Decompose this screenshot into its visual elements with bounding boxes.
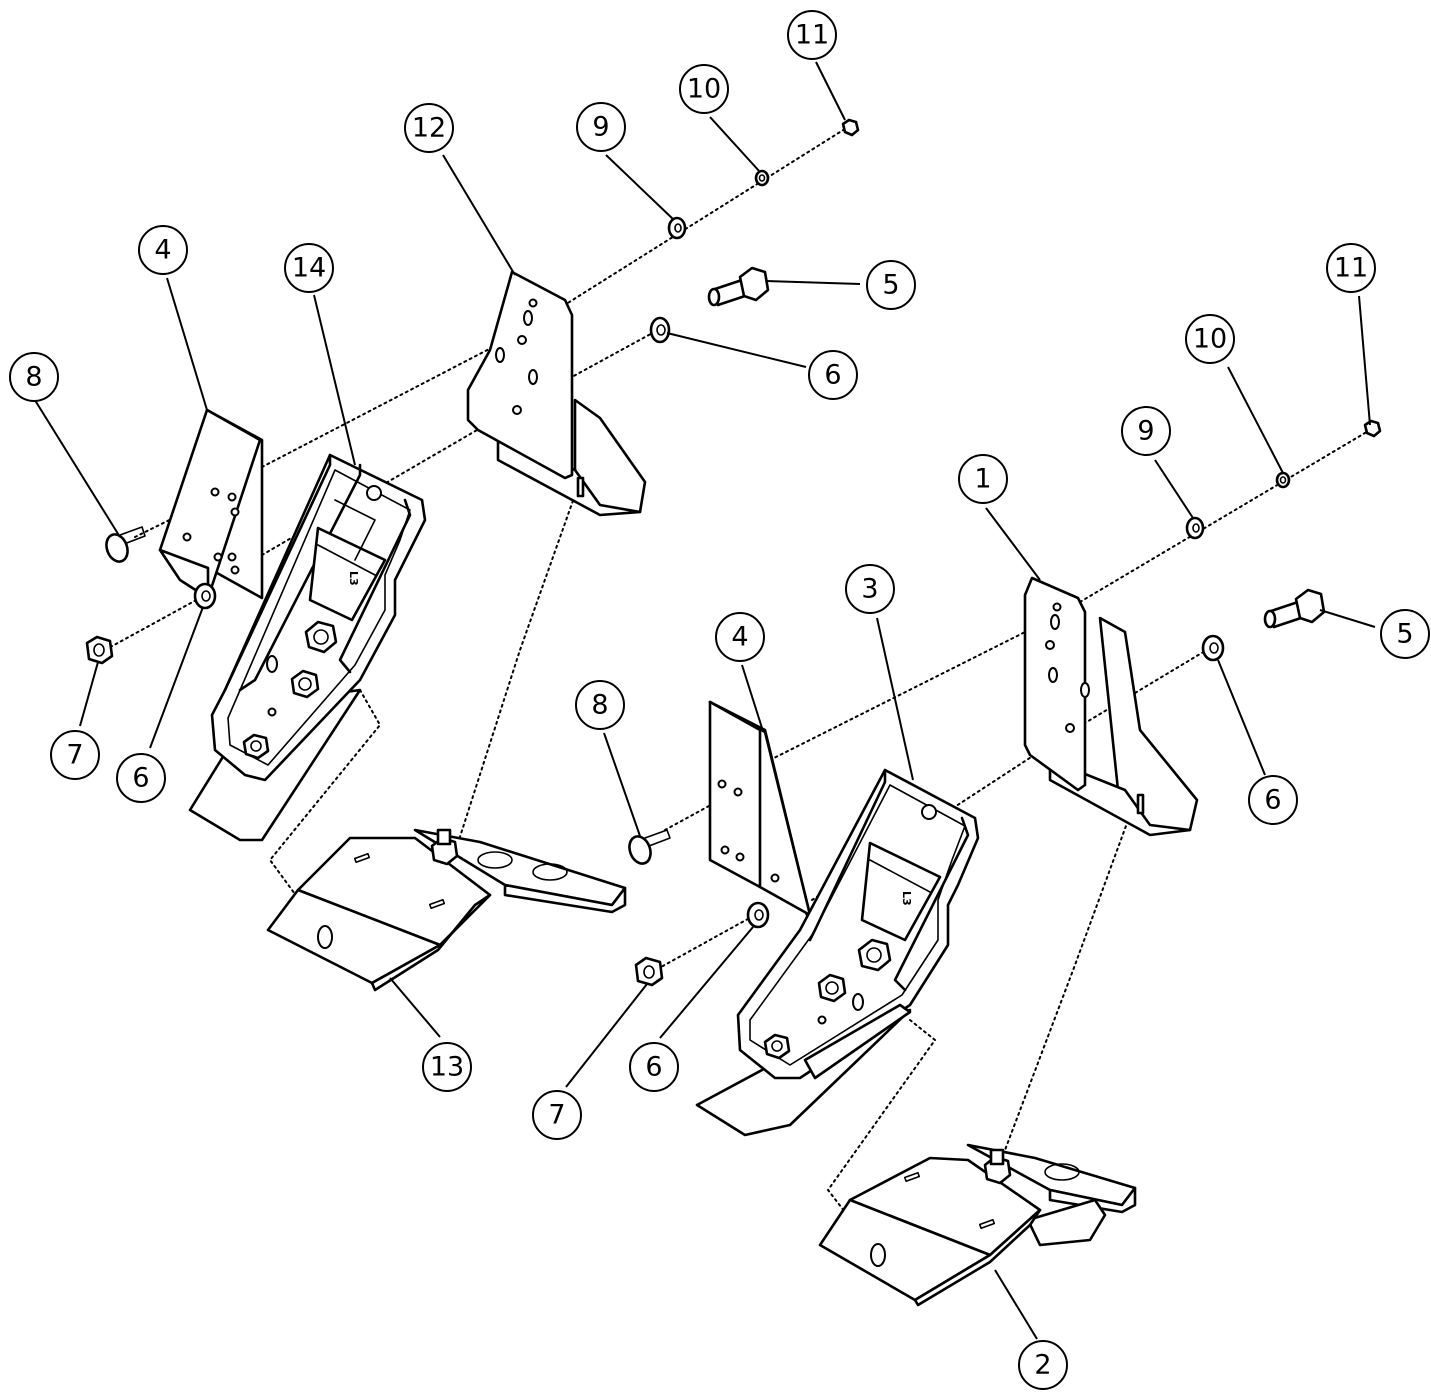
svg-text:4: 4 <box>154 235 171 266</box>
upright-plate-right <box>1023 576 1199 837</box>
spacer-block-right <box>708 700 812 917</box>
part-mark-left: L3 <box>347 571 360 586</box>
svg-text:9: 9 <box>1137 416 1154 447</box>
svg-text:10: 10 <box>1193 324 1227 355</box>
callout-7-right: 7 <box>532 1090 582 1140</box>
lock-washer-10-right <box>1275 471 1291 489</box>
callout-6-mid: 6 <box>629 1042 679 1092</box>
hex-nut-right <box>634 956 664 987</box>
svg-text:10: 10 <box>687 74 721 105</box>
washer-right-lower <box>746 901 770 929</box>
main-bracket-left: L3 <box>188 453 427 842</box>
svg-text:9: 9 <box>592 112 609 143</box>
svg-text:5: 5 <box>882 270 899 301</box>
svg-text:8: 8 <box>25 362 42 393</box>
upright-plate-left <box>466 270 647 517</box>
carriage-bolt-left <box>105 526 146 563</box>
svg-text:6: 6 <box>1264 785 1281 816</box>
callout-8-right: 8 <box>575 680 625 730</box>
lock-washer-10-upper <box>754 169 770 187</box>
svg-text:7: 7 <box>548 1100 565 1131</box>
callout-11-upper: 11 <box>787 10 837 60</box>
svg-text:6: 6 <box>645 1052 662 1083</box>
callout-6-upper: 6 <box>808 350 858 400</box>
svg-text:6: 6 <box>824 360 841 391</box>
svg-text:8: 8 <box>591 690 608 721</box>
bolt-5-lower <box>1263 588 1326 629</box>
svg-text:11: 11 <box>1334 253 1368 284</box>
svg-text:3: 3 <box>861 574 878 605</box>
callout-1: 1 <box>958 454 1008 504</box>
callout-11-right: 11 <box>1326 243 1376 293</box>
svg-text:6: 6 <box>132 763 149 794</box>
part-mark-right: L3 <box>900 891 913 906</box>
callout-5-right: 5 <box>1380 609 1430 659</box>
washer-left-lower <box>193 582 217 610</box>
svg-text:5: 5 <box>1396 619 1413 650</box>
spacer-block-left <box>158 408 264 600</box>
callout-3: 3 <box>845 564 895 614</box>
callout-6-left: 6 <box>116 753 166 803</box>
callout-5-upper: 5 <box>866 260 916 310</box>
lower-skid-left <box>266 828 627 992</box>
callout-9-upper: 9 <box>576 102 626 152</box>
bolt-5-upper <box>707 266 770 307</box>
lower-skid-right <box>818 1143 1137 1307</box>
svg-text:13: 13 <box>430 1052 464 1083</box>
svg-text:11: 11 <box>795 20 829 51</box>
main-bracket-right: L3 <box>695 768 980 1137</box>
carriage-bolt-right <box>628 829 671 865</box>
callout-13: 13 <box>422 1042 472 1092</box>
svg-text:14: 14 <box>292 253 326 284</box>
svg-text:4: 4 <box>731 622 748 653</box>
nut-11-upper <box>841 118 860 137</box>
washer-9-right <box>1185 516 1205 540</box>
svg-text:2: 2 <box>1034 1350 1051 1381</box>
callout-10-right: 10 <box>1185 314 1235 364</box>
callout-10-upper: 10 <box>679 64 729 114</box>
washer-9-upper <box>667 216 687 240</box>
svg-text:12: 12 <box>412 113 446 144</box>
callout-2: 2 <box>1018 1340 1068 1390</box>
callout-6-right: 6 <box>1248 775 1298 825</box>
callout-7-left: 7 <box>50 730 100 780</box>
washer-6-right <box>1201 634 1225 662</box>
callout-4-right: 4 <box>715 612 765 662</box>
nut-11-right <box>1363 419 1382 438</box>
callout-4-left: 4 <box>138 225 188 275</box>
svg-text:7: 7 <box>66 740 83 771</box>
callout-14: 14 <box>284 243 334 293</box>
leader-lines <box>32 61 1376 1340</box>
svg-text:1: 1 <box>974 464 991 495</box>
hex-nut-left <box>85 635 114 665</box>
callout-12: 12 <box>404 103 454 153</box>
washer-6-upper <box>649 316 671 344</box>
callout-8-left: 8 <box>9 352 59 402</box>
callout-9-right: 9 <box>1121 406 1171 456</box>
